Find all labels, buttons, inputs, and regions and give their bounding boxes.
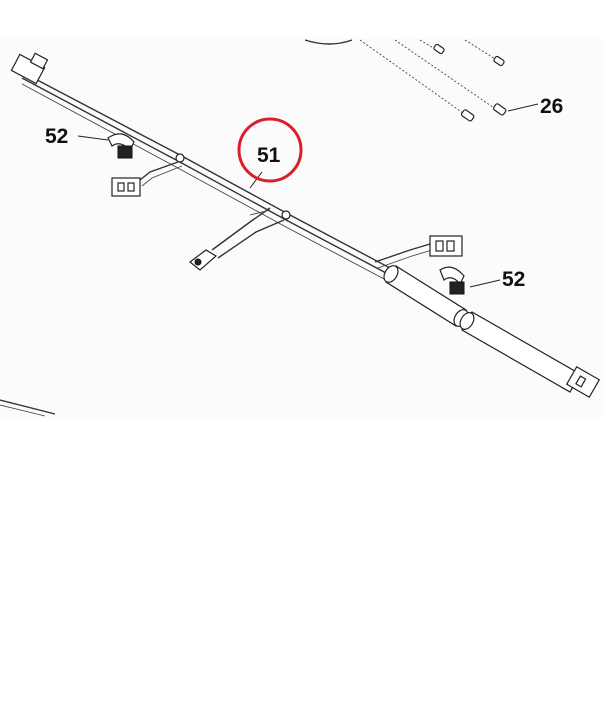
right-branch-connector (429, 235, 463, 257)
leader-52-right (469, 279, 501, 288)
sleeve-end (459, 312, 475, 330)
screw (493, 55, 505, 67)
screw-guide-line (464, 39, 501, 63)
branch-wire (377, 249, 433, 269)
leader-52-left (77, 135, 109, 141)
connector-pin (117, 182, 125, 192)
branch-wire (139, 161, 179, 181)
callout-52-right: 52 (502, 268, 525, 291)
trunk-wire (21, 83, 387, 281)
callout-26: 26 (540, 95, 563, 118)
edge-line (0, 399, 56, 415)
top-arc-fragment (304, 39, 353, 45)
leader-26 (507, 103, 539, 112)
junction-clip (175, 153, 185, 163)
leader-51 (249, 171, 263, 189)
screw-group-26 (359, 39, 539, 122)
clip-base (449, 281, 465, 295)
screw-guide-line (394, 39, 501, 113)
harness-trunk (10, 52, 391, 281)
branch-wire (217, 219, 285, 259)
harness-sleeves (383, 265, 601, 398)
edge-line (0, 404, 46, 417)
callout-51: 51 (257, 144, 281, 167)
connector-pin (127, 182, 135, 192)
screw (460, 109, 475, 122)
screw (492, 103, 507, 116)
branch-connector (111, 177, 141, 197)
connector-pin (435, 240, 444, 252)
trunk-wire (21, 77, 389, 275)
branch-down-connector (189, 207, 291, 271)
screw (433, 43, 445, 55)
bottom-left-edge-lines (0, 399, 56, 417)
highlight-circle (237, 117, 303, 183)
connector-pin (575, 375, 587, 388)
screw-guide-line (359, 39, 471, 119)
trunk-wire (21, 71, 391, 269)
clip-52-left (77, 133, 135, 159)
clip-base (117, 145, 133, 159)
branch-right-connector (374, 235, 463, 269)
terminal-hole (194, 258, 202, 266)
junction-clip (281, 210, 291, 220)
branch-wire (141, 165, 183, 187)
branch-wire (211, 207, 271, 251)
callout-52-left: 52 (45, 125, 68, 148)
branch-left-connector (111, 153, 185, 197)
branch-wire (374, 243, 431, 263)
branch-wire (249, 209, 271, 216)
connector-pin (446, 240, 455, 252)
sleeve-end (383, 265, 399, 283)
clip-52-right (439, 266, 501, 295)
left-end-connector-tab (29, 52, 49, 70)
